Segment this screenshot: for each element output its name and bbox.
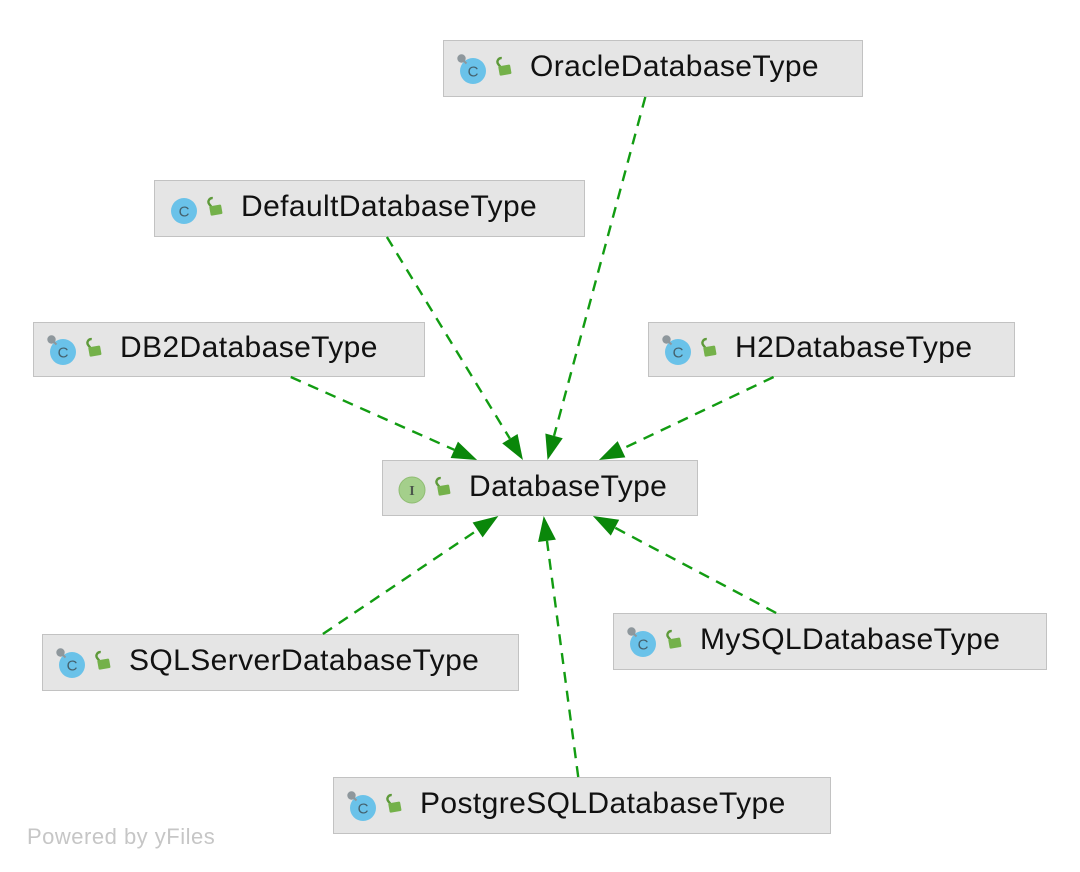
inheritance-edge[interactable] xyxy=(290,375,478,460)
open-lock-icon xyxy=(386,793,402,813)
arrowhead-icon xyxy=(598,441,626,460)
svg-text:C: C xyxy=(58,344,69,361)
final-marker-icon xyxy=(457,53,468,64)
inheritance-edge[interactable] xyxy=(592,516,777,615)
svg-text:C: C xyxy=(67,657,78,674)
class-icon: C xyxy=(171,197,197,224)
arrowhead-icon xyxy=(502,433,523,460)
diagram-node-h2-database-type[interactable]: C H2DatabaseType xyxy=(648,322,1015,377)
arrowhead-icon xyxy=(538,516,556,542)
open-lock-icon xyxy=(666,629,682,649)
diagram-node-oracle-database-type[interactable]: C OracleDatabaseType xyxy=(443,40,863,97)
final-marker-icon xyxy=(662,334,673,345)
node-label: PostgreSQLDatabaseType xyxy=(420,787,786,820)
inheritance-edge[interactable] xyxy=(598,375,775,460)
final-marker-icon xyxy=(347,790,358,801)
svg-text:I: I xyxy=(409,484,414,499)
open-lock-icon xyxy=(86,337,102,357)
inheritance-edge[interactable] xyxy=(538,516,580,778)
node-label: MySQLDatabaseType xyxy=(700,623,1001,656)
node-label: H2DatabaseType xyxy=(735,331,973,364)
final-marker-icon xyxy=(47,334,58,345)
class-icon: C xyxy=(662,334,691,365)
inheritance-edge[interactable] xyxy=(545,96,647,460)
open-lock-icon xyxy=(207,196,223,216)
class-icon: C xyxy=(56,647,85,678)
class-icon: C xyxy=(47,334,76,365)
arrowhead-icon xyxy=(450,441,478,460)
inheritance-edge[interactable] xyxy=(322,516,499,635)
diagram-node-database-type-interface[interactable]: I DatabaseType xyxy=(382,460,698,516)
arrowhead-icon xyxy=(472,516,499,538)
svg-text:C: C xyxy=(468,63,479,80)
class-icon: C xyxy=(457,53,486,84)
interface-icon: I xyxy=(398,476,426,504)
node-label: DefaultDatabaseType xyxy=(241,190,538,223)
final-marker-icon xyxy=(56,647,67,658)
open-lock-icon xyxy=(435,476,451,496)
class-icon: C xyxy=(347,790,376,821)
arrowhead-icon xyxy=(592,516,620,536)
class-icon: C xyxy=(627,626,656,657)
diagram-node-default-database-type[interactable]: C DefaultDatabaseType xyxy=(154,180,585,237)
diagram-node-mysql-database-type[interactable]: C MySQLDatabaseType xyxy=(613,613,1047,670)
diagram-node-sqlserver-database-type[interactable]: C SQLServerDatabaseType xyxy=(42,634,519,691)
diagram-node-db2-database-type[interactable]: C DB2DatabaseType xyxy=(33,322,425,377)
svg-text:C: C xyxy=(179,203,190,220)
node-label: OracleDatabaseType xyxy=(530,50,820,83)
svg-text:C: C xyxy=(673,344,684,361)
open-lock-icon xyxy=(701,337,717,357)
node-label: SQLServerDatabaseType xyxy=(129,644,480,677)
open-lock-icon xyxy=(496,56,512,76)
final-marker-icon xyxy=(627,626,638,637)
diagram-node-postgresql-database-type[interactable]: C PostgreSQLDatabaseType xyxy=(333,777,831,834)
open-lock-icon xyxy=(95,650,111,670)
yfiles-watermark: Powered by yFiles xyxy=(27,824,216,849)
node-label: DatabaseType xyxy=(469,469,668,503)
arrowhead-icon xyxy=(545,433,563,460)
svg-text:C: C xyxy=(358,800,369,817)
svg-text:C: C xyxy=(638,636,649,653)
node-label: DB2DatabaseType xyxy=(120,331,378,364)
